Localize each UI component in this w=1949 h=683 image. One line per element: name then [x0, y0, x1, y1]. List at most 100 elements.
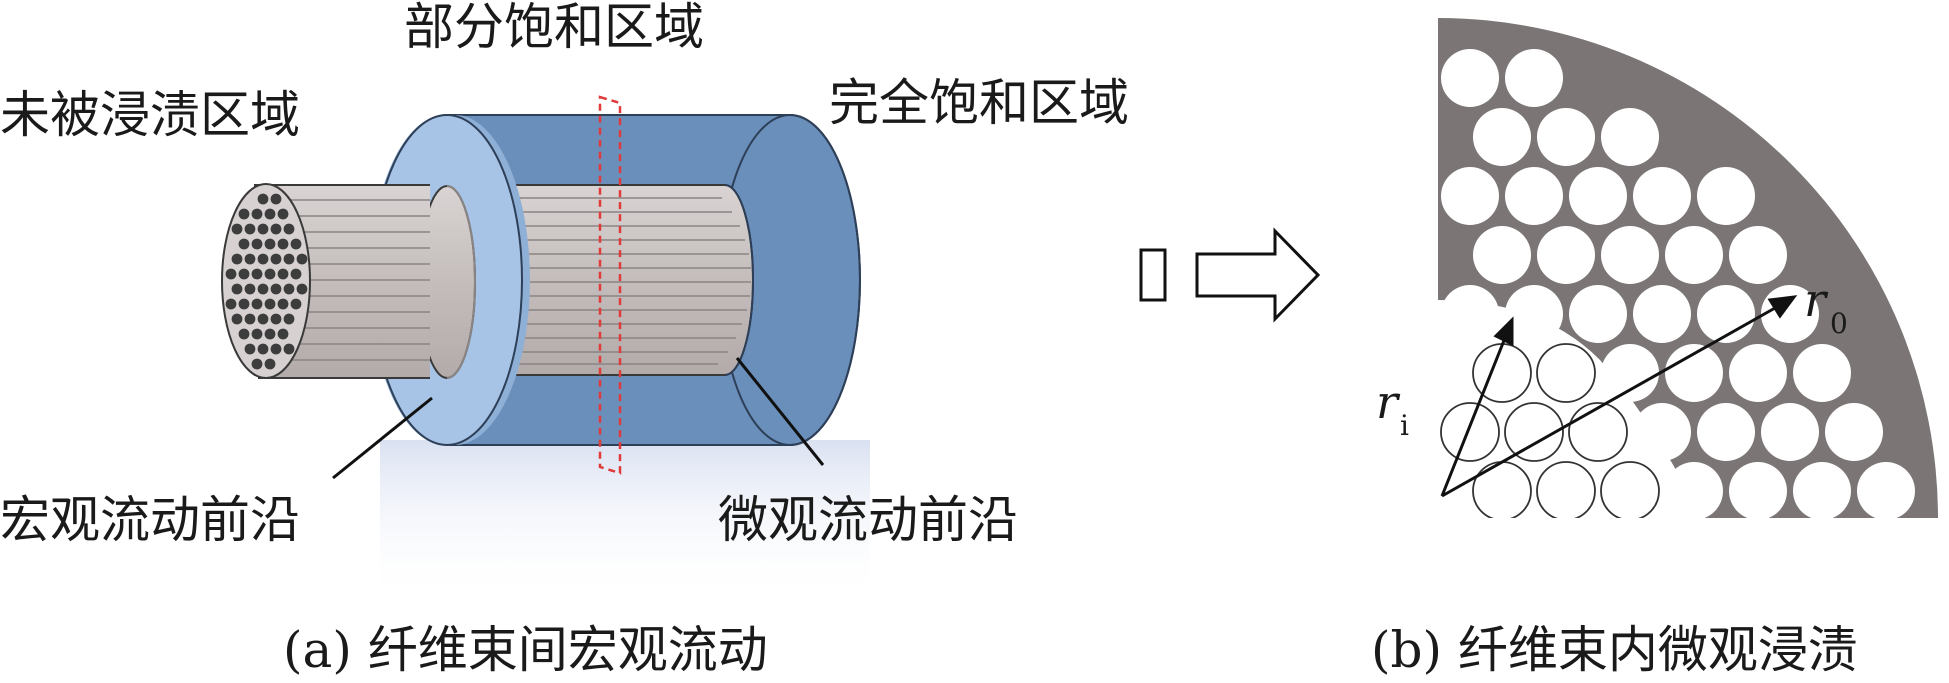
fiber-end-dot [270, 313, 282, 325]
fiber-end-dot [277, 208, 289, 220]
zoom-arrow-icon [1195, 227, 1321, 323]
symbol-r0-subscript: 0 [1830, 307, 1848, 340]
fiber-circle [1536, 343, 1596, 403]
fiber-circle [1793, 344, 1851, 402]
fiber-end-dot [251, 208, 263, 220]
fiber-circle [1729, 344, 1787, 402]
fiber-circle [1633, 167, 1691, 225]
macro-front-leader [332, 396, 433, 480]
fiber-circle [1729, 226, 1787, 284]
fiber-end-dot [264, 328, 276, 340]
fiber-circle [1472, 461, 1532, 518]
symbol-ri: r [1376, 375, 1401, 429]
fiber-end-dot [238, 208, 250, 220]
fiber-end-dot [270, 253, 282, 265]
fiber-circle [1440, 402, 1500, 462]
fiber-circle [1537, 108, 1595, 166]
fiber-end-dot [257, 343, 269, 355]
label-unimpregnated: 未被浸渍区域 [0, 86, 300, 144]
fiber-end-dot [270, 343, 282, 355]
fiber-circle [1536, 461, 1596, 518]
fiber-circle [1505, 49, 1563, 107]
fiber-circle [1793, 462, 1851, 518]
fiber-end-dot [238, 328, 250, 340]
fiber-end-dot [290, 238, 302, 250]
fiber-end-dot [290, 268, 302, 280]
fiber-circle [1569, 285, 1627, 343]
radius-arrows [1440, 295, 1798, 498]
fiber-circle [1761, 403, 1819, 461]
zoom-region-marker [1139, 248, 1167, 302]
fiber-end-dot [257, 283, 269, 295]
fiber-end-dot [251, 238, 263, 250]
fiber-end-dot [270, 223, 282, 235]
fiber-end-dot [251, 358, 263, 370]
fiber-end-dot [296, 283, 308, 295]
fiber-end-dot [283, 283, 295, 295]
fiber-circle [1473, 108, 1531, 166]
label-macro-flow-front: 宏观流动前沿 [0, 491, 300, 549]
fiber-end-dot [257, 253, 269, 265]
fiber-end-dot [277, 238, 289, 250]
caption-a: (a) 纤维束间宏观流动 [283, 621, 768, 679]
fiber-end-dot [257, 193, 269, 205]
fiber-end-dot [231, 283, 243, 295]
fiber-circle [1601, 108, 1659, 166]
fiber-end-dot [264, 268, 276, 280]
fiber-circle [1857, 462, 1915, 518]
fiber-circle [1601, 226, 1659, 284]
fiber-end-dot [225, 298, 237, 310]
fiber-end-dot [244, 253, 256, 265]
fiber-end-dot [238, 238, 250, 250]
fiber-circle [1601, 344, 1659, 402]
bundle-end-face [221, 183, 311, 379]
fiber-circle [1568, 402, 1628, 462]
label-full-saturation: 完全饱和区域 [829, 74, 1129, 132]
fiber-end-dot [238, 298, 250, 310]
fiber-circle [1505, 285, 1563, 343]
fiber-end-dot [251, 298, 263, 310]
fiber-end-dot [264, 208, 276, 220]
fiber-circle [1633, 285, 1691, 343]
fiber-end-dot [264, 358, 276, 370]
fiber-circle [1729, 462, 1787, 518]
fiber-circle [1633, 403, 1691, 461]
fiber-end-dot [238, 268, 250, 280]
fiber-end-dot [283, 223, 295, 235]
fiber-end-dot [231, 223, 243, 235]
fiber-end-dot [264, 298, 276, 310]
fiber-end-dot [251, 268, 263, 280]
fiber-circle [1473, 226, 1531, 284]
fiber-end-dot [283, 343, 295, 355]
fiber-end-dot [283, 253, 295, 265]
fiber-circle [1441, 49, 1499, 107]
fiber-end-dot [257, 223, 269, 235]
fiber-circle [1825, 403, 1883, 461]
fiber-end-dot [231, 253, 243, 265]
fiber-circle [1665, 462, 1723, 518]
fiber-circle [1505, 167, 1563, 225]
fiber-end-dot [277, 268, 289, 280]
fiber-end-dot [270, 193, 282, 205]
fiber-circle [1537, 226, 1595, 284]
reflection [380, 440, 870, 600]
fiber-circle [1600, 461, 1660, 518]
fiber-end-dot [296, 253, 308, 265]
fiber-end-dot [225, 268, 237, 280]
fiber-circle [1441, 285, 1499, 343]
fiber-circle [1665, 226, 1723, 284]
fiber-circle [1441, 167, 1499, 225]
fiber-circle [1665, 344, 1723, 402]
fiber-end-dot [244, 343, 256, 355]
fiber-circle [1697, 403, 1755, 461]
fiber-end-dot [231, 313, 243, 325]
cross-section-plane [598, 95, 622, 475]
fiber-bundle-cross-section [1438, 18, 1938, 518]
fiber-end-dot [283, 313, 295, 325]
symbol-r0: r [1804, 273, 1829, 327]
fiber-end-dot [277, 298, 289, 310]
fiber-end-dot [244, 223, 256, 235]
fiber-end-dot [290, 298, 302, 310]
micro-front-leader [735, 357, 825, 466]
